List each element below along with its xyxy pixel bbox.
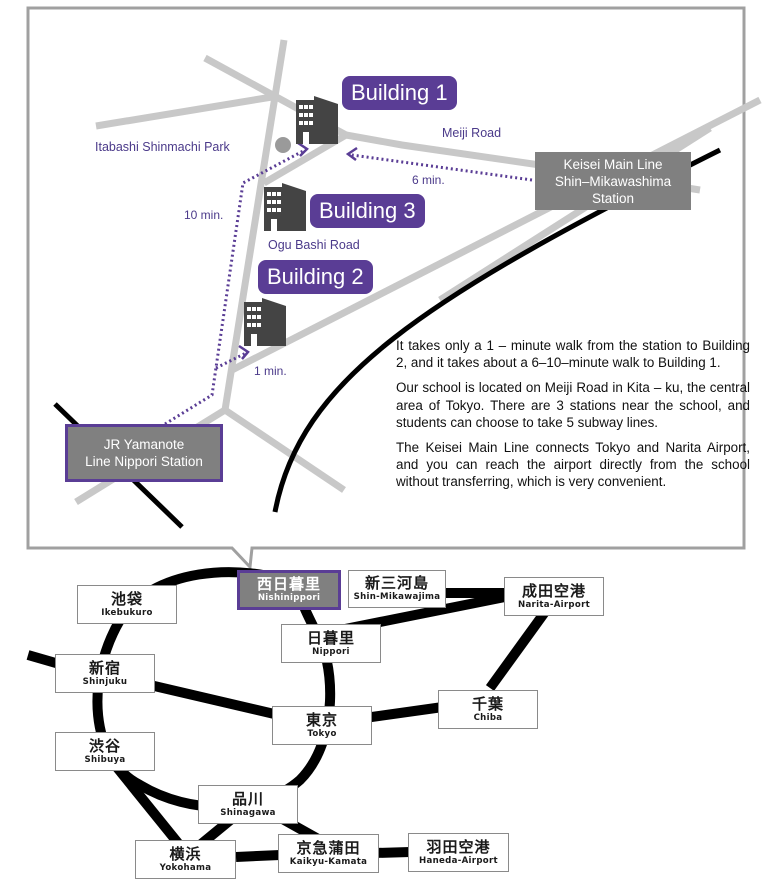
arrow-keisei (345, 146, 358, 161)
keisei-station-name: Shin–Mikawashima (554, 173, 672, 189)
station-jp: 横浜 (169, 844, 202, 863)
station-jp: 京急蒲田 (296, 838, 361, 857)
station-chiba: 千葉 Chiba (438, 690, 538, 729)
building-icon (264, 183, 306, 231)
station-narita-airport: 成田空港 Narita-Airport (504, 577, 604, 616)
building-icon (244, 298, 286, 346)
station-shinmikawajima: 新三河島 Shin-Mikawajima (348, 570, 446, 608)
station-en: Shin-Mikawajima (353, 592, 441, 602)
line-kamata-haneda (374, 847, 411, 858)
station-nippori: 日暮里 Nippori (281, 624, 381, 663)
station-jp: 新三河島 (364, 574, 429, 592)
building-icon (296, 96, 338, 144)
station-en: Nishinippori (257, 593, 321, 603)
station-en: Ikebukuro (101, 607, 153, 618)
arrow-b1 (297, 141, 309, 157)
keisei-station-suffix: Station (591, 190, 635, 206)
jr-station-box: JR Yamanote Line Nippori Station (65, 424, 223, 482)
station-haneda-airport: 羽田空港 Haneda-Airport (408, 833, 509, 872)
access-description: It takes only a 1 – minute walk from the… (396, 337, 750, 499)
station-shinagawa: 品川 Shinagawa (198, 785, 298, 824)
description-location: Our school is located on Meiji Road in K… (396, 380, 750, 430)
station-ikebukuro: 池袋 Ikebukuro (77, 585, 177, 624)
ogu-bashi-road-label: Ogu Bashi Road (268, 238, 360, 252)
station-jp: 新宿 (88, 658, 121, 677)
meiji-road-label: Meiji Road (442, 126, 502, 140)
station-nishinippori: 西日暮里 Nishinippori (237, 570, 341, 610)
station-jp: 羽田空港 (426, 837, 491, 856)
station-shibuya: 渋谷 Shibuya (55, 732, 155, 771)
station-en: Kaikyu-Kamata (289, 856, 368, 867)
station-en: Narita-Airport (517, 599, 591, 610)
walk-time-6min: 6 min. (412, 173, 445, 187)
route-to-b2 (215, 351, 247, 370)
station-en: Haneda-Airport (419, 855, 498, 866)
station-en: Shinagawa (220, 807, 276, 818)
station-en: Shibuya (84, 754, 126, 765)
station-jp: 西日暮里 (256, 575, 321, 593)
walk-time-1min: 1 min. (254, 364, 287, 378)
jr-line-name: JR Yamanote (103, 437, 185, 452)
station-jp: 日暮里 (306, 628, 355, 647)
station-jp: 成田空港 (521, 581, 586, 600)
park-marker (275, 137, 291, 153)
walk-time-10min: 10 min. (184, 208, 224, 222)
station-shinjuku: 新宿 Shinjuku (55, 654, 155, 693)
building-3-label: Building 3 (310, 194, 425, 228)
road-b2-ne (230, 96, 762, 374)
station-jp: 池袋 (110, 589, 143, 608)
station-tokyo: 東京 Tokyo (272, 706, 372, 745)
keisei-line-name: Keisei Main Line (563, 156, 663, 172)
station-en: Nippori (312, 646, 350, 657)
road-west (95, 93, 273, 130)
description-keisei: The Keisei Main Line connects Tokyo and … (396, 440, 750, 490)
station-yokohama: 横浜 Yokohama (135, 840, 236, 879)
station-jp: 東京 (305, 710, 338, 729)
ogu-bashi-road (223, 407, 346, 493)
building-1-label: Building 1 (342, 76, 457, 110)
route-arrowheads (238, 141, 358, 360)
station-jp: 渋谷 (88, 736, 121, 755)
road-north-south (221, 39, 288, 411)
keisei-station-box: Keisei Main Line Shin–Mikawashima Statio… (535, 152, 691, 210)
station-jp: 品川 (231, 789, 264, 808)
route-keisei-to-b1 (351, 153, 533, 182)
station-keikyu-kamata: 京急蒲田 Kaikyu-Kamata (278, 834, 379, 873)
line-chiba-narita (485, 609, 550, 691)
park-label: Itabashi Shinmachi Park (95, 140, 230, 154)
station-en: Tokyo (307, 728, 337, 739)
line-shibuya-yokohama (111, 761, 182, 847)
station-en: Chiba (473, 712, 503, 723)
description-walk-times: It takes only a 1 – minute walk from the… (396, 338, 750, 371)
jr-station-name: Line Nippori Station (85, 454, 203, 469)
station-jp: 千葉 (471, 694, 504, 713)
station-en: Shinjuku (82, 676, 128, 687)
line-yokohama-kamata (235, 850, 281, 862)
station-en: Yokohama (159, 862, 212, 873)
building-2-label: Building 2 (258, 260, 373, 294)
building-icons (244, 96, 338, 346)
walking-routes (164, 148, 533, 426)
arrow-b2 (238, 344, 250, 360)
